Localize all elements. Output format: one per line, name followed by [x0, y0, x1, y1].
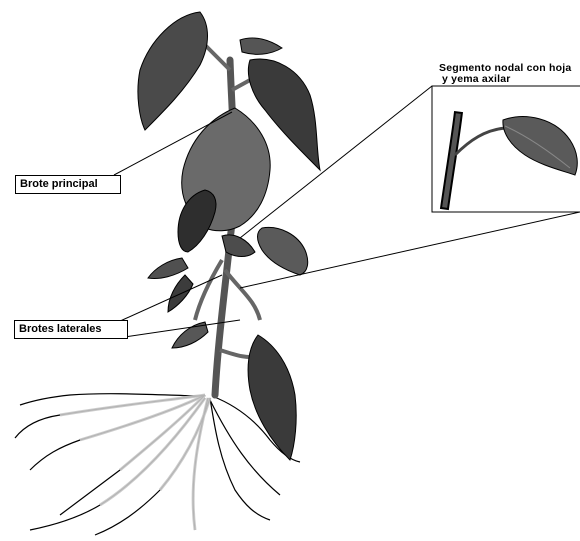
leaf-mid-right: [258, 227, 308, 275]
label-main-shoot: Brote principal: [15, 175, 121, 194]
leaf-top-small: [240, 38, 282, 54]
lateral-stem-2: [225, 270, 260, 320]
leaf-left-small: [148, 258, 188, 279]
callout-lateral-1: [118, 275, 222, 322]
nodal-segment-title-line2: y yema axilar: [442, 73, 511, 85]
label-lateral-shoots: Brotes laterales: [14, 320, 128, 339]
leaf-mid-left: [178, 190, 216, 252]
root-hairs: [60, 395, 210, 530]
leaf-top-left: [138, 12, 208, 130]
lateral-stem-1: [195, 260, 222, 320]
leaf-bottom-right: [248, 335, 296, 460]
